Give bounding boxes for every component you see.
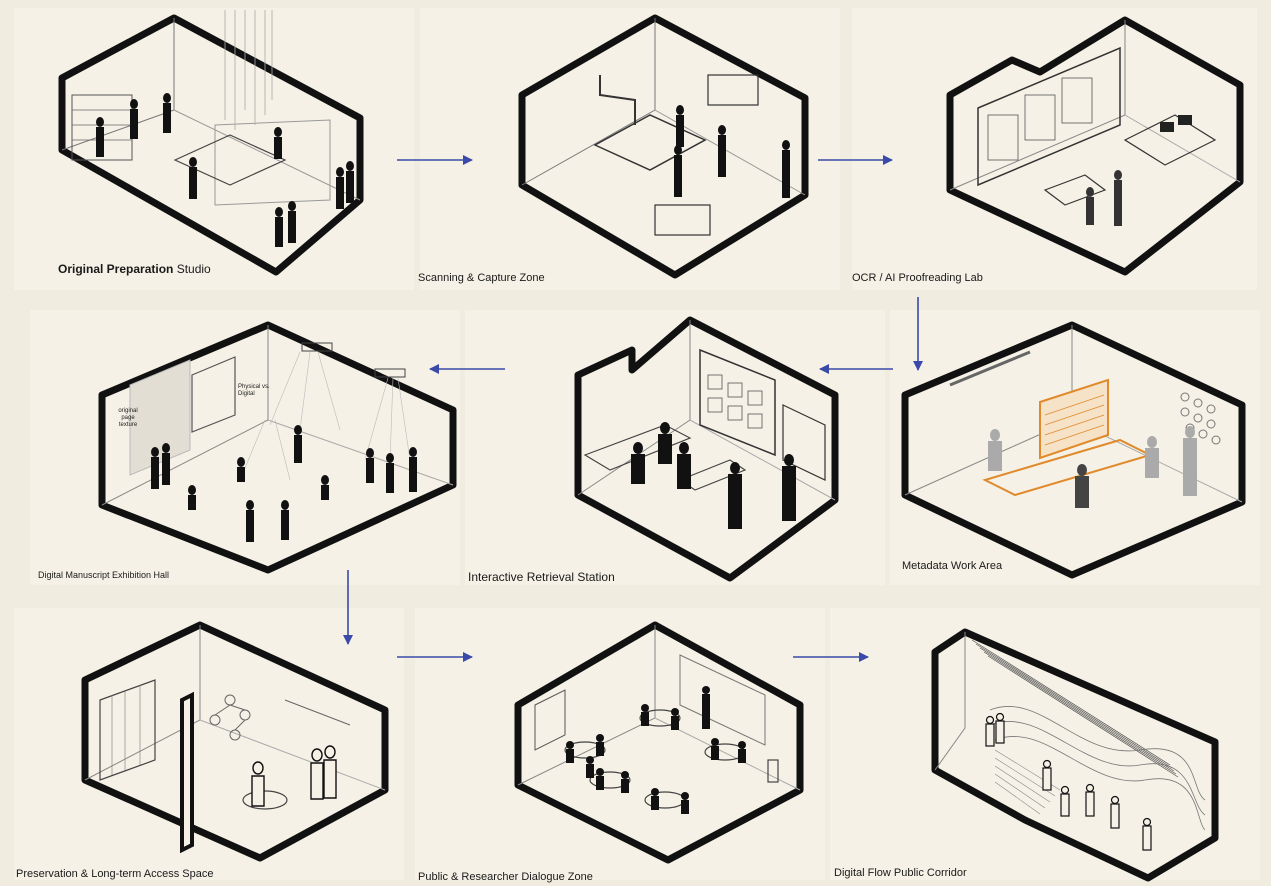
room-prep-label: Original Preparation Studio [58,262,211,276]
panel-retrieval [465,310,885,585]
room-preserve-drawing [81,621,389,862]
room-dialogue-drawing [514,621,804,864]
room-exhibit-label: Digital Manuscript Exhibition Hall [38,570,170,580]
panel-prep [14,8,414,290]
annotation-physical-digital: Physical vs. Digital [238,384,270,397]
room-retrieval-drawing [574,316,839,582]
room-retrieval-label: Interactive Retrieval Station [468,570,615,584]
room-ocr-label: OCR / AI Proofreading Lab [852,272,983,284]
panel-meta [890,310,1260,585]
room-meta-drawing [901,321,1246,579]
room-scan-label: Scanning & Capture Zone [418,272,545,284]
room-preserve-label: Preservation & Long-term Access Space [16,868,214,880]
room-ocr-drawing [946,16,1244,276]
room-dialogue-label: Public & Researcher Dialogue Zone [418,871,593,883]
room-corridor-label: Digital Flow Public Corridor [834,867,967,879]
room-meta-label: Metadata Work Area [902,560,1003,572]
panel-scan [420,8,840,290]
annotation-original-texture: original page texture [118,408,138,428]
room-prep-drawing [58,10,364,276]
room-scan-drawing [518,14,809,279]
room-exhibit-drawing [98,321,457,574]
